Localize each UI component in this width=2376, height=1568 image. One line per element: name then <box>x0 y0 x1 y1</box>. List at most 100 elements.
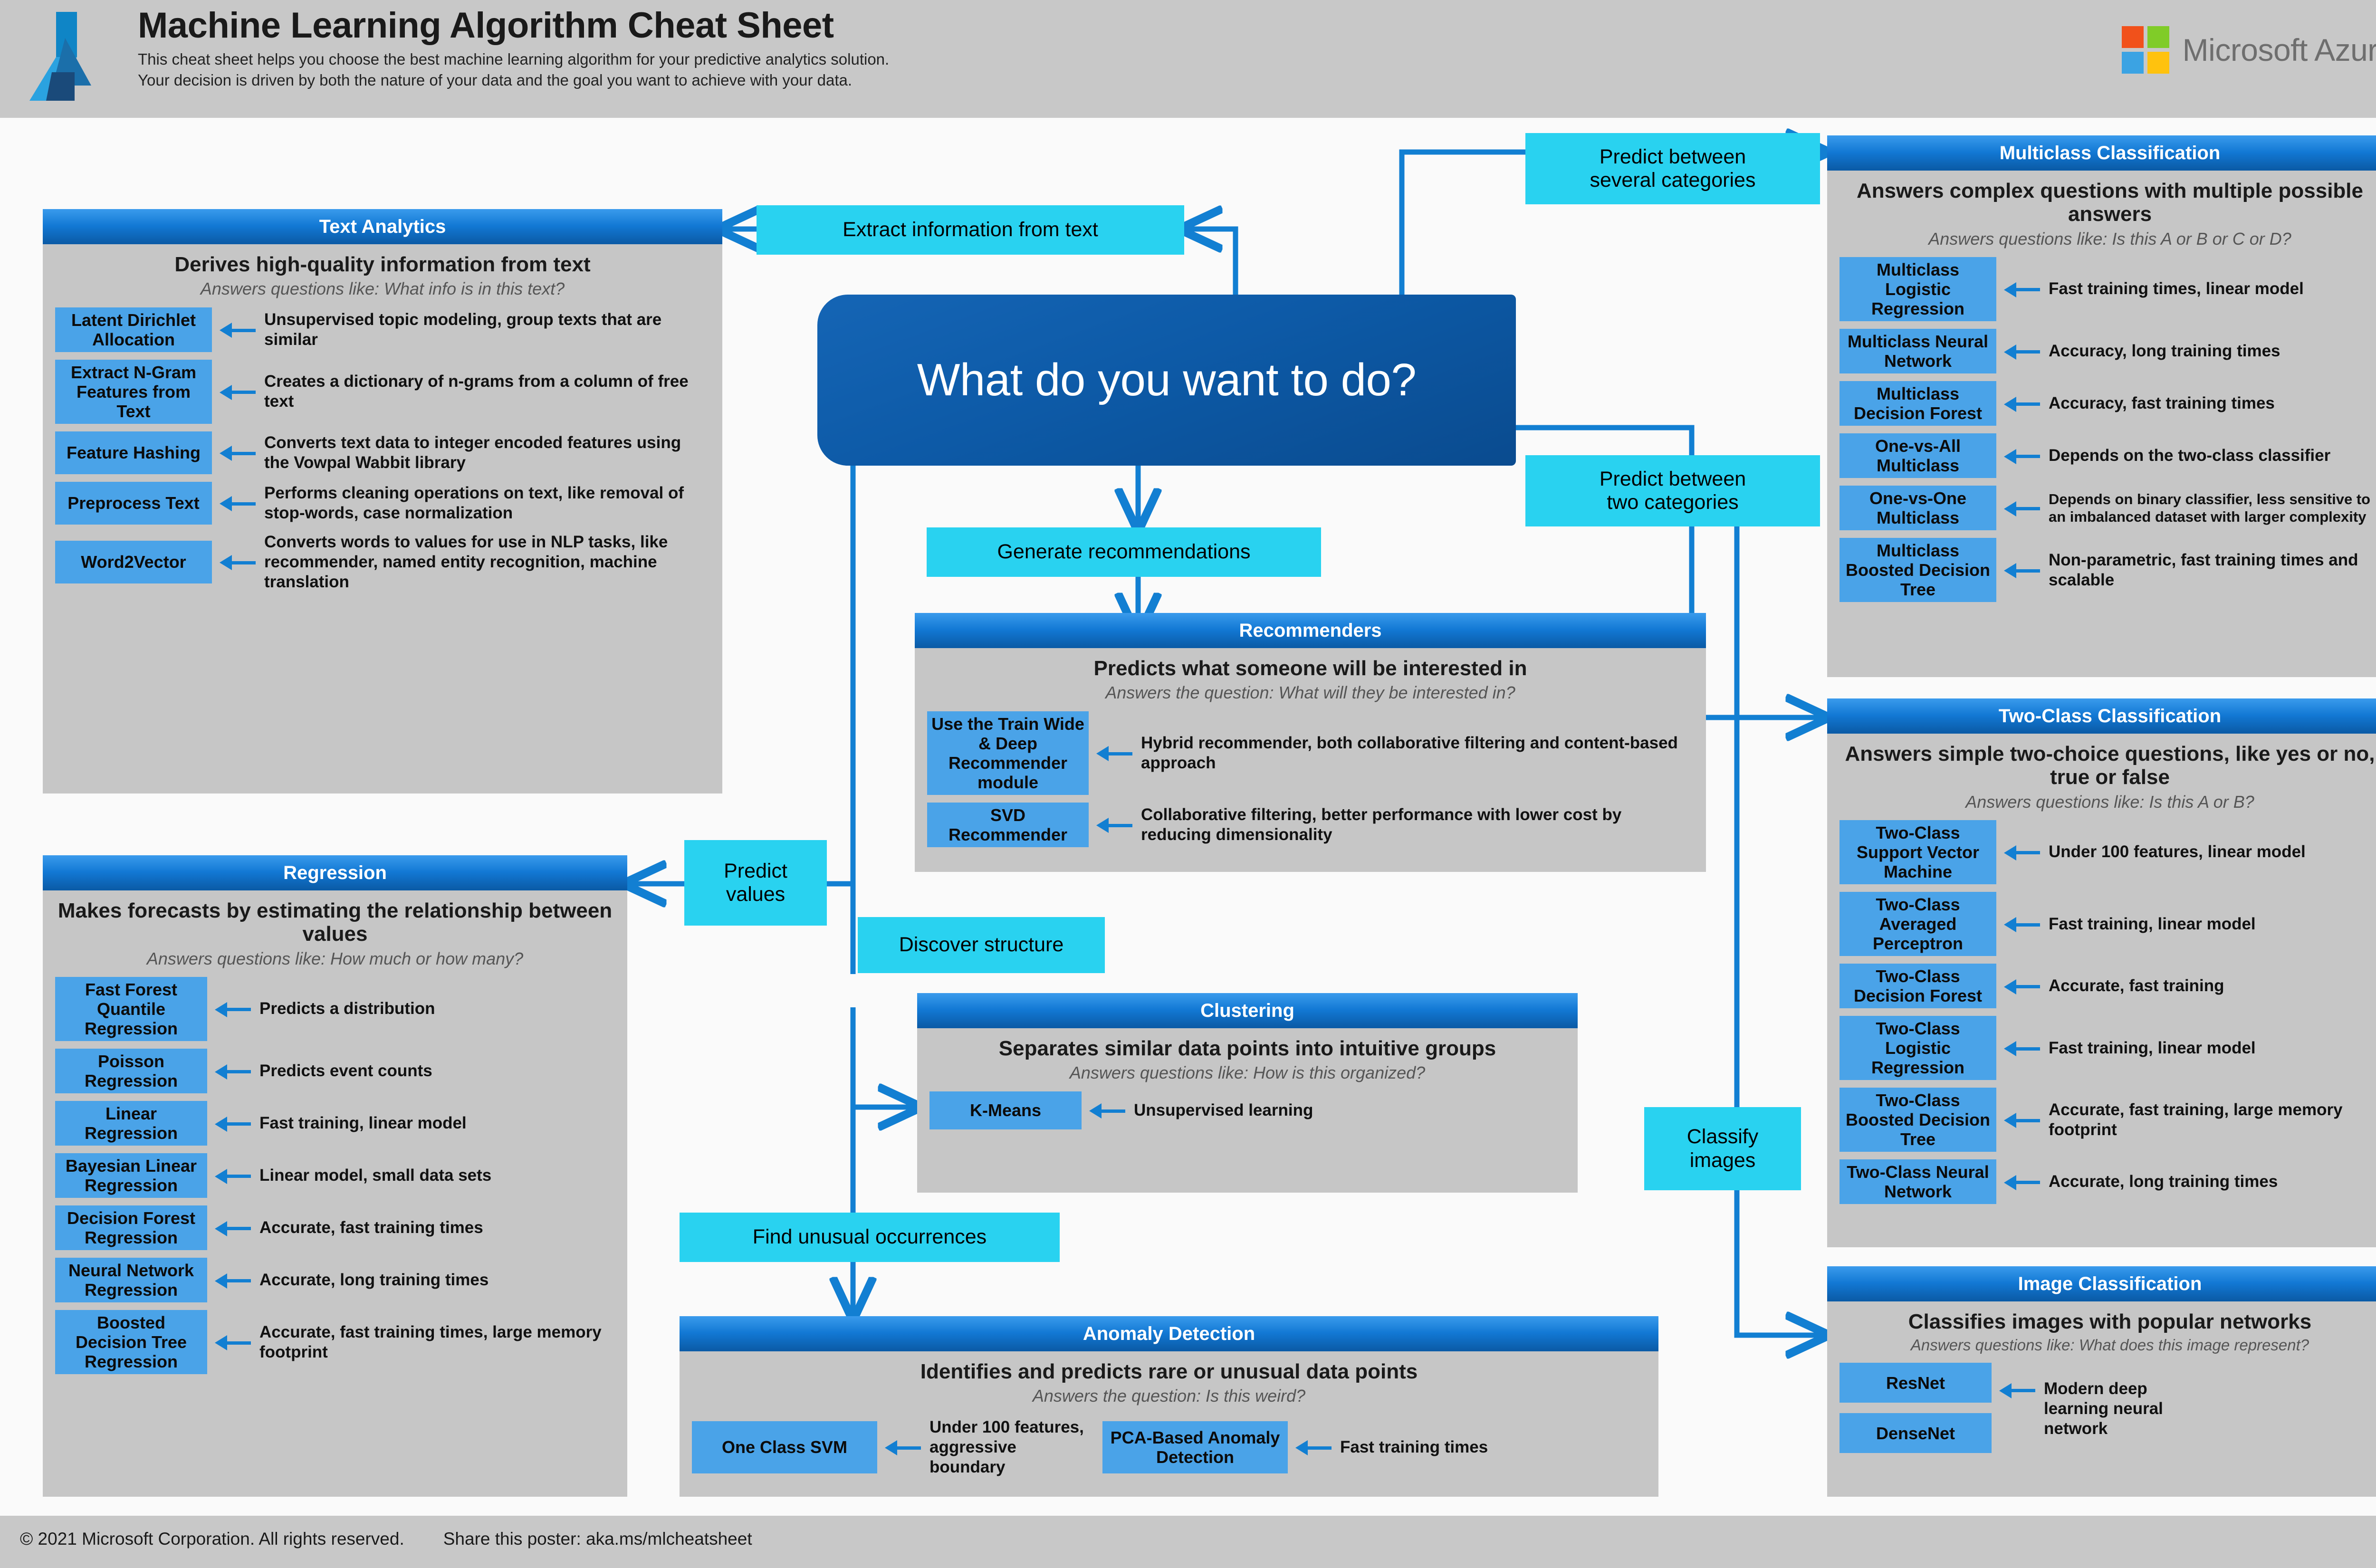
algorithm-box[interactable]: K-Means <box>929 1091 1082 1129</box>
algorithm-box[interactable]: Fast Forest Quantile Regression <box>55 976 207 1042</box>
algorithm-box[interactable]: Two-Class Logistic Regression <box>1839 1016 1996 1080</box>
algorithm-box[interactable]: Multiclass Boosted Decision Tree <box>1839 538 1996 602</box>
algorithm-list: Fast Forest Quantile Regression Predicts… <box>55 976 615 1375</box>
left-arrow-icon <box>220 323 257 337</box>
panel-clustering: Clustering Separates similar data points… <box>917 993 1578 1193</box>
algorithm-box[interactable]: Multiclass Logistic Regression <box>1839 257 1996 322</box>
algorithm-row: Multiclass Logistic Regression Fast trai… <box>1839 257 2376 322</box>
algorithm-row: Linear Regression Fast training, linear … <box>55 1101 615 1146</box>
algorithm-box[interactable]: Preprocess Text <box>55 481 212 525</box>
algorithm-box[interactable]: Boosted Decision Tree Regression <box>55 1310 207 1375</box>
left-arrow-icon <box>215 1335 252 1349</box>
chip-predict-between-two-categories[interactable]: Predict between two categories <box>1525 455 1820 526</box>
left-arrow-icon <box>220 446 257 460</box>
algorithm-box[interactable]: Neural Network Regression <box>55 1258 207 1303</box>
algorithm-box[interactable]: Linear Regression <box>55 1101 207 1146</box>
chip-label: Generate recommendations <box>997 540 1251 564</box>
algorithm-box[interactable]: ResNet <box>1839 1363 1992 1403</box>
azure-logo-icon <box>29 12 91 101</box>
share-link[interactable]: Share this poster: aka.ms/mlcheatsheet <box>443 1529 752 1549</box>
left-arrow-icon <box>220 555 257 569</box>
left-arrow-icon <box>2004 979 2041 993</box>
algorithm-box[interactable]: PCA-Based Anomaly Detection <box>1102 1421 1288 1473</box>
chip-predict-values[interactable]: Predict values <box>684 840 827 926</box>
algorithm-box[interactable]: Two-Class Support Vector Machine <box>1839 820 1996 885</box>
panel-ask-text: Answers questions like: What info is in … <box>200 279 565 299</box>
chip-label: Find unusual occurrences <box>752 1225 987 1249</box>
algorithm-box[interactable]: Word2Vector <box>55 540 212 583</box>
chip-predict-between-several-categories[interactable]: Predict between several categories <box>1525 133 1820 204</box>
header-subtitle-line1: This cheat sheet helps you choose the be… <box>138 50 890 68</box>
panel-title: Anomaly Detection <box>680 1316 1658 1351</box>
algorithm-row: Two-Class Boosted Decision Tree Accurate… <box>1839 1088 2376 1152</box>
chip-find-unusual-occurrences[interactable]: Find unusual occurrences <box>680 1213 1060 1262</box>
algorithm-box[interactable]: Use the Train Wide & Deep Recommender mo… <box>927 711 1089 795</box>
chip-classify-images[interactable]: Classify images <box>1644 1107 1801 1190</box>
left-arrow-icon <box>1096 746 1133 760</box>
algorithm-box-column: ResNet DenseNet <box>1839 1363 1992 1453</box>
algorithm-box[interactable]: SVD Recommender <box>927 802 1089 847</box>
chip-extract-information-from-text[interactable]: Extract information from text <box>757 205 1184 255</box>
left-arrow-icon <box>885 1440 922 1454</box>
algorithm-box[interactable]: One-vs-One Multiclass <box>1839 486 1996 531</box>
algorithm-description: Fast training, linear model <box>2049 914 2256 933</box>
poster-header: Machine Learning Algorithm Cheat Sheet T… <box>0 0 2376 118</box>
algorithm-row: Feature Hashing Converts text data to in… <box>55 431 710 474</box>
microsoft-azure-logo: Microsoft Azure <box>2121 26 2376 74</box>
left-arrow-icon <box>2004 1113 2041 1127</box>
algorithm-description: Fast training times, linear model <box>2049 279 2304 298</box>
left-arrow-icon <box>1089 1103 1126 1118</box>
algorithm-row: Decision Forest Regression Accurate, fas… <box>55 1205 615 1251</box>
shared-description-column: Modern deep learning neural network <box>2044 1363 2196 1439</box>
algorithm-box[interactable]: Two-Class Neural Network <box>1839 1159 1996 1205</box>
brand-label: Microsoft Azure <box>2182 32 2376 67</box>
chip-label: Discover structure <box>899 933 1064 956</box>
chip-discover-structure[interactable]: Discover structure <box>858 917 1105 973</box>
algorithm-box[interactable]: Two-Class Decision Forest <box>1839 964 1996 1009</box>
algorithm-row: Bayesian Linear Regression Linear model,… <box>55 1153 615 1198</box>
algorithm-box[interactable]: One Class SVM <box>692 1421 877 1473</box>
panel-recommenders: Recommenders Predicts what someone will … <box>915 613 1706 872</box>
algorithm-box[interactable]: Poisson Regression <box>55 1049 207 1094</box>
chip-label: Predict values <box>724 859 787 906</box>
algorithm-description: Fast training, linear model <box>2049 1038 2256 1057</box>
left-arrow-icon <box>215 1168 252 1183</box>
algorithm-description: Predicts a distribution <box>259 999 435 1018</box>
algorithm-box[interactable]: Feature Hashing <box>55 431 212 474</box>
panel-text-analytics: Text Analytics Derives high-quality info… <box>43 209 722 794</box>
panel-lead-text: Predicts what someone will be interested… <box>1093 657 1527 680</box>
panel-title: Text Analytics <box>43 209 722 244</box>
panel-anomaly-detection: Anomaly Detection Identifies and predict… <box>680 1316 1658 1497</box>
left-arrow-icon <box>215 1064 252 1078</box>
algorithm-row: Poisson Regression Predicts event counts <box>55 1049 615 1094</box>
algorithm-box[interactable]: Two-Class Averaged Perceptron <box>1839 892 1996 956</box>
algorithm-row: Two-Class Support Vector Machine Under 1… <box>1839 820 2376 885</box>
algorithm-box[interactable]: Multiclass Neural Network <box>1839 329 1996 374</box>
algorithm-list: Latent Dirichlet Allocation Unsupervised… <box>55 307 710 592</box>
algorithm-row: Fast Forest Quantile Regression Predicts… <box>55 976 615 1042</box>
panel-ask-text: Answers questions like: Is this A or B? <box>1965 792 2254 812</box>
algorithm-box[interactable]: DenseNet <box>1839 1413 1992 1453</box>
algorithm-box[interactable]: Extract N-Gram Features from Text <box>55 359 212 424</box>
algorithm-box[interactable]: Decision Forest Regression <box>55 1205 207 1251</box>
algorithm-box[interactable]: Bayesian Linear Regression <box>55 1153 207 1198</box>
algorithm-row: Neural Network Regression Accurate, long… <box>55 1258 615 1303</box>
panel-title: Recommenders <box>915 613 1706 648</box>
algorithm-description: Depends on binary classifier, less sensi… <box>2049 491 2371 526</box>
algorithm-row: Two-Class Neural Network Accurate, long … <box>1839 1159 2376 1205</box>
algorithm-description: Accurate, fast training times, large mem… <box>259 1322 602 1361</box>
panel-ask-text: Answers questions like: Is this A or B o… <box>1928 229 2291 249</box>
algorithm-box[interactable]: Latent Dirichlet Allocation <box>55 307 212 352</box>
algorithm-row: Preprocess Text Performs cleaning operat… <box>55 481 710 525</box>
left-arrow-icon <box>215 1002 252 1016</box>
panel-lead-text: Makes forecasts by estimating the relati… <box>57 899 613 946</box>
chip-generate-recommendations[interactable]: Generate recommendations <box>927 527 1321 577</box>
panel-lead-text: Identifies and predicts rare or unusual … <box>920 1360 1418 1383</box>
algorithm-description: Performs cleaning operations on text, li… <box>264 483 684 522</box>
algorithm-box[interactable]: Two-Class Boosted Decision Tree <box>1839 1088 1996 1152</box>
algorithm-row: Boosted Decision Tree Regression Accurat… <box>55 1310 615 1375</box>
algorithm-description: Accurate, fast training, large memory fo… <box>2049 1100 2343 1139</box>
algorithm-box[interactable]: One-vs-All Multiclass <box>1839 433 1996 478</box>
left-arrow-icon <box>215 1273 252 1287</box>
algorithm-box[interactable]: Multiclass Decision Forest <box>1839 381 1996 426</box>
